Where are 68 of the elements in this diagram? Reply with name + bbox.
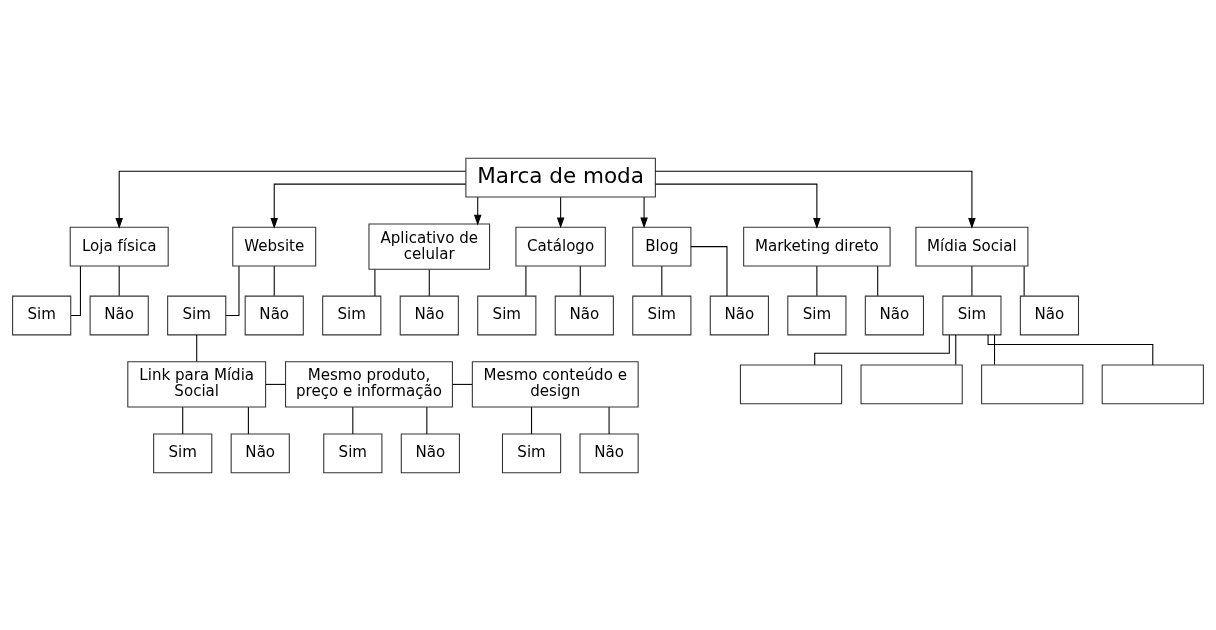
node-box: Sim (323, 432, 383, 473)
connector (265, 383, 286, 385)
connector (877, 265, 879, 296)
arrow (115, 170, 467, 229)
connector (273, 265, 275, 296)
node-box: Sim (942, 295, 1002, 335)
arrow (654, 170, 976, 229)
node-box: Não (89, 295, 149, 335)
node-box: Sim (12, 295, 72, 335)
arrow (655, 183, 821, 229)
node-box: Não (554, 295, 614, 335)
connector (426, 406, 428, 434)
node-box: Link para Mídia Social (127, 360, 267, 408)
node-box: Loja física (69, 226, 169, 266)
node-box: Marketing direto (743, 226, 891, 266)
connector (579, 265, 581, 296)
node-box: Sim (153, 432, 213, 473)
node-box: Sim (477, 295, 537, 335)
node-box (739, 364, 843, 404)
connector (690, 245, 728, 296)
node-box: Sim (501, 432, 562, 473)
connector (816, 265, 818, 296)
connector (531, 406, 533, 434)
arrow (640, 196, 648, 228)
connector (608, 406, 610, 434)
connector (182, 406, 184, 434)
connector (971, 265, 973, 296)
connector (452, 383, 473, 385)
node-box: Não (579, 432, 639, 473)
node-box: Não (709, 295, 769, 335)
node-box: Marca de moda (465, 157, 656, 198)
connector (428, 268, 430, 297)
node-box (1101, 364, 1204, 404)
connector (118, 265, 120, 296)
connector (661, 265, 663, 296)
arrow (473, 196, 482, 225)
node-box: Não (230, 432, 290, 473)
node-box: Sim (632, 295, 692, 335)
node-box: Não (399, 295, 459, 335)
connector (994, 334, 996, 365)
node-box: Mídia Social (915, 226, 1029, 266)
node-box: Sim (167, 295, 227, 335)
node-box: Não (244, 295, 304, 335)
node-box (860, 364, 963, 404)
connector (352, 406, 354, 434)
node-box: Blog (632, 226, 692, 266)
connector (247, 406, 249, 434)
node-box: Não (1019, 295, 1080, 335)
node-box: Website (232, 226, 317, 266)
connector (196, 334, 198, 362)
node-box: Sim (787, 295, 847, 335)
connector (374, 268, 376, 297)
connector (1023, 265, 1025, 296)
connector (525, 265, 527, 296)
arrow (556, 196, 565, 228)
node-box (981, 364, 1084, 404)
connector (955, 334, 957, 365)
node-box: Mesmo produto, preço e informação (285, 360, 453, 408)
arrow (270, 183, 467, 229)
node-box: Não (400, 432, 460, 473)
connector (987, 334, 1154, 365)
node-box: Mesmo conteúdo e design (471, 360, 639, 408)
connector (70, 265, 81, 316)
connector (814, 334, 950, 365)
node-box: Sim (322, 295, 382, 335)
node-box: Aplicativo de celular (368, 222, 491, 270)
node-box: Não (864, 295, 924, 335)
node-box: Catálogo (515, 226, 606, 266)
